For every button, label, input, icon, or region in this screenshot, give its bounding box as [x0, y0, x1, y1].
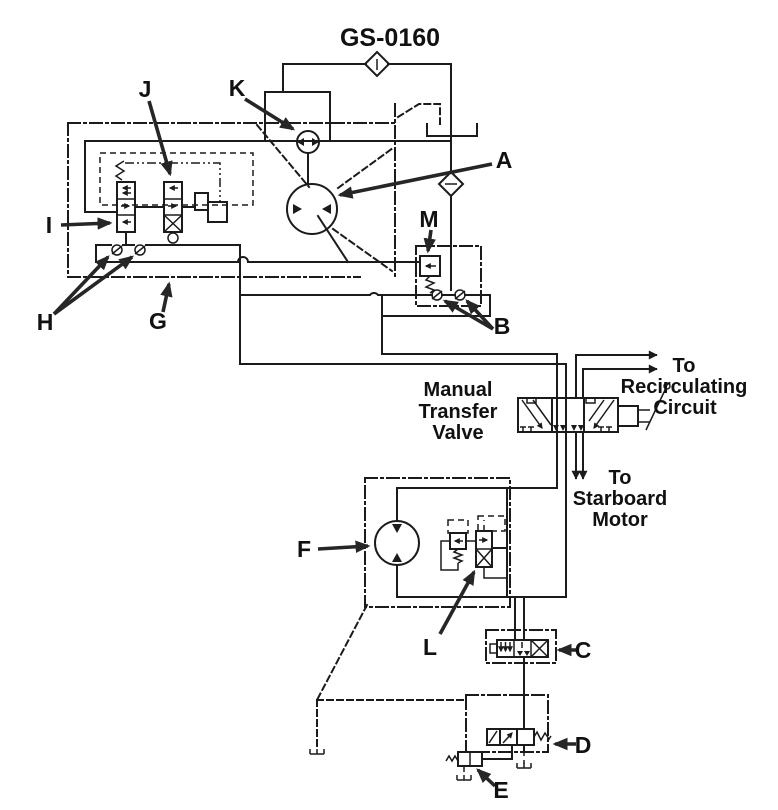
svg-text:Starboard: Starboard	[573, 488, 667, 510]
spring-icon	[445, 754, 459, 763]
callout-label-D: D	[575, 732, 592, 758]
tank-icon	[516, 762, 532, 769]
relief-valve-inner	[440, 532, 467, 571]
manual-lever-icon	[638, 382, 671, 431]
manual-transfer-valve-label: Manual Transfer Valve	[419, 379, 498, 444]
callout-arrow-L	[438, 569, 476, 635]
tank-icon	[456, 774, 472, 781]
vent-filter-diamond-icon	[437, 170, 465, 198]
check-valve-icon	[431, 289, 443, 301]
callout-arrow-B2	[465, 299, 495, 331]
callout-label-G: G	[149, 308, 167, 334]
callout-label-K: K	[229, 75, 246, 101]
tank-icon	[309, 748, 325, 755]
closed-port-x-icon	[475, 548, 493, 568]
valve-c-assembly	[485, 596, 557, 730]
actuator-box	[207, 201, 228, 223]
callout-arrow-B1	[442, 299, 494, 331]
callout-arrow-M	[423, 229, 436, 254]
pump-k-symbol	[296, 130, 320, 185]
callout-arrow-K	[244, 97, 296, 131]
port-assembly-boundary	[67, 103, 441, 278]
callout-arrow-H1	[52, 255, 110, 316]
callout-label-L: L	[423, 634, 437, 660]
svg-text:To: To	[609, 467, 632, 489]
callout-arrows	[52, 97, 576, 788]
svg-text:Manual: Manual	[424, 379, 493, 401]
closed-port-x-icon	[163, 214, 183, 233]
page-title: GS-0160	[340, 24, 440, 52]
callout-label-A: A	[496, 147, 513, 173]
starboard-lines	[571, 431, 588, 480]
callout-label-C: C	[575, 637, 592, 663]
check-valve-icon	[454, 289, 466, 301]
callout-arrow-E	[476, 768, 497, 788]
shuttle-valve-l	[466, 520, 508, 579]
reservoir-tank-icon	[426, 123, 478, 137]
valve-end-cap	[617, 405, 639, 427]
svg-text:Valve: Valve	[432, 422, 483, 444]
callout-arrow-F	[317, 540, 371, 553]
closed-port-x-icon	[530, 639, 549, 658]
motor-a-symbol	[286, 183, 350, 264]
filter-diamond-icon	[363, 50, 391, 78]
spring-icon	[424, 275, 436, 294]
transfer-lines	[239, 353, 567, 598]
callout-label-E: E	[493, 777, 508, 803]
callout-arrow-G	[160, 281, 173, 313]
callout-label-J: J	[139, 76, 152, 102]
callout-arrow-H2	[52, 255, 135, 316]
svg-text:Transfer: Transfer	[419, 401, 498, 423]
callout-arrow-I	[60, 217, 113, 230]
spring-icon	[114, 160, 126, 181]
svg-text:Motor: Motor	[592, 509, 648, 531]
callout-label-I: I	[46, 212, 52, 238]
svg-text:To: To	[673, 355, 696, 377]
callout-arrow-A	[337, 162, 493, 199]
to-starboard-motor-label: To Starboard Motor	[573, 467, 667, 531]
to-recirculating-circuit-label: To Recirculating Circuit	[621, 355, 748, 419]
callout-label-F: F	[297, 536, 311, 562]
check-valve-icon	[134, 244, 146, 256]
callout-arrow-J	[147, 100, 173, 177]
control-valve-group	[84, 140, 254, 246]
spring-icon	[451, 548, 465, 564]
relief-check-subassembly	[239, 245, 491, 355]
pilot-drain-icon	[167, 232, 179, 244]
svg-text:Recirculating: Recirculating	[621, 376, 748, 398]
starboard-assembly	[309, 477, 567, 755]
check-valve-icon	[111, 244, 123, 256]
valve-e-assembly	[445, 744, 513, 781]
manual-transfer-valve-symbol	[517, 382, 671, 433]
actuator-box	[194, 192, 209, 211]
callout-label-H: H	[37, 309, 54, 335]
callout-label-M: M	[419, 206, 438, 232]
spring-icon	[533, 730, 552, 742]
check-valve-gallery	[95, 244, 421, 365]
valve-d-assembly	[465, 694, 552, 769]
recirculating-lines	[575, 350, 658, 399]
callout-label-B: B	[494, 313, 511, 339]
motor-f-symbol	[374, 520, 420, 566]
svg-text:Circuit: Circuit	[653, 397, 717, 419]
